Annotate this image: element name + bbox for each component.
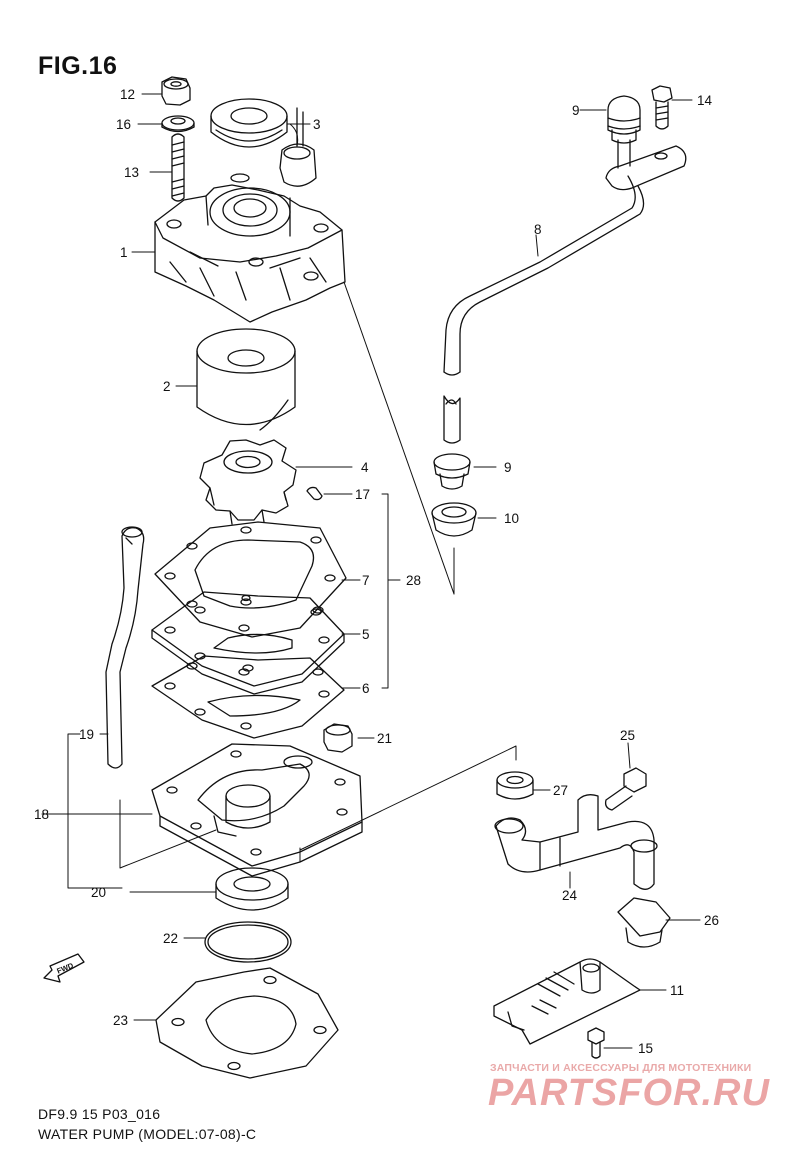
callout-26: 26 [704,913,719,928]
part-3-seal[interactable] [210,98,288,148]
part-11-plate[interactable] [493,958,641,1045]
part-8-water-pipe[interactable] [443,139,687,444]
part-6-gasket[interactable] [151,655,345,739]
callout-24: 24 [562,888,578,903]
leader-lines [41,93,701,1049]
footer-model-code: DF9.9 15 P03_016 [38,1106,161,1122]
callout-18: 18 [34,807,49,822]
callout-1: 1 [120,245,128,260]
callout-20: 20 [91,885,106,900]
callout-7: 7 [362,573,370,588]
callout-14: 14 [697,93,713,108]
part-1-pump-case[interactable] [154,173,346,323]
watermark-brand: PARTSFOR.RU [488,1072,770,1114]
callout-22: 22 [163,931,178,946]
callout-11: 11 [670,983,684,998]
callout-13: 13 [124,165,139,180]
callout-23: 23 [113,1013,128,1028]
callout-12: 12 [120,87,135,102]
part-12-nut[interactable] [161,76,191,106]
part-24-hose[interactable] [494,794,658,890]
callout-8: 8 [534,222,542,237]
part-13-stud[interactable] [171,133,185,202]
part-7-gasket[interactable] [154,521,347,638]
callout-3: 3 [313,117,321,132]
callout-16: 16 [116,117,131,132]
callout-25: 25 [620,728,635,743]
callout-4: 4 [361,460,369,475]
part-9-grommet-upper[interactable] [607,95,641,144]
part-23-gasket[interactable] [155,967,339,1079]
part-21-nut[interactable] [323,723,353,753]
callout-27: 27 [553,783,568,798]
callout-28: 28 [406,573,421,588]
part-tube-connector [279,107,317,187]
part-9-grommet-lower[interactable] [433,453,471,490]
footer-caption: WATER PUMP (MODEL:07-08)-C [38,1126,257,1142]
part-20-seal[interactable] [215,867,289,911]
callout-10: 10 [504,511,519,526]
part-25-bolt[interactable] [604,767,647,811]
callout-9-lower: 9 [504,460,512,475]
fwd-arrow-icon [43,953,85,983]
part-17-key[interactable] [306,486,323,501]
callout-19: 19 [79,727,94,742]
part-27-grommet[interactable] [496,771,534,800]
part-18-pump-case-lower[interactable] [151,743,363,877]
part-19-water-tube[interactable] [105,526,145,769]
callout-21: 21 [377,731,392,746]
figure-title: FIG.16 [38,52,118,80]
part-2-impeller-liner[interactable] [196,328,296,431]
part-22-o-ring[interactable] [204,921,292,963]
part-26-grommet[interactable] [617,897,671,948]
part-10-collar[interactable] [431,502,477,537]
callout-2: 2 [163,379,171,394]
part-14-bolt[interactable] [651,85,673,130]
callout-5: 5 [362,627,370,642]
part-15-screw[interactable] [587,1027,605,1059]
callout-15: 15 [638,1041,653,1056]
part-16-washer[interactable] [161,115,195,133]
callout-6: 6 [362,681,370,696]
part-4-impeller[interactable] [199,439,297,525]
callout-17: 17 [355,487,370,502]
watermark-tagline: ЗАПЧАСТИ И АКСЕССУАРЫ ДЛЯ МОТОТЕХНИКИ [490,1062,752,1074]
callout-9-upper: 9 [572,103,580,118]
